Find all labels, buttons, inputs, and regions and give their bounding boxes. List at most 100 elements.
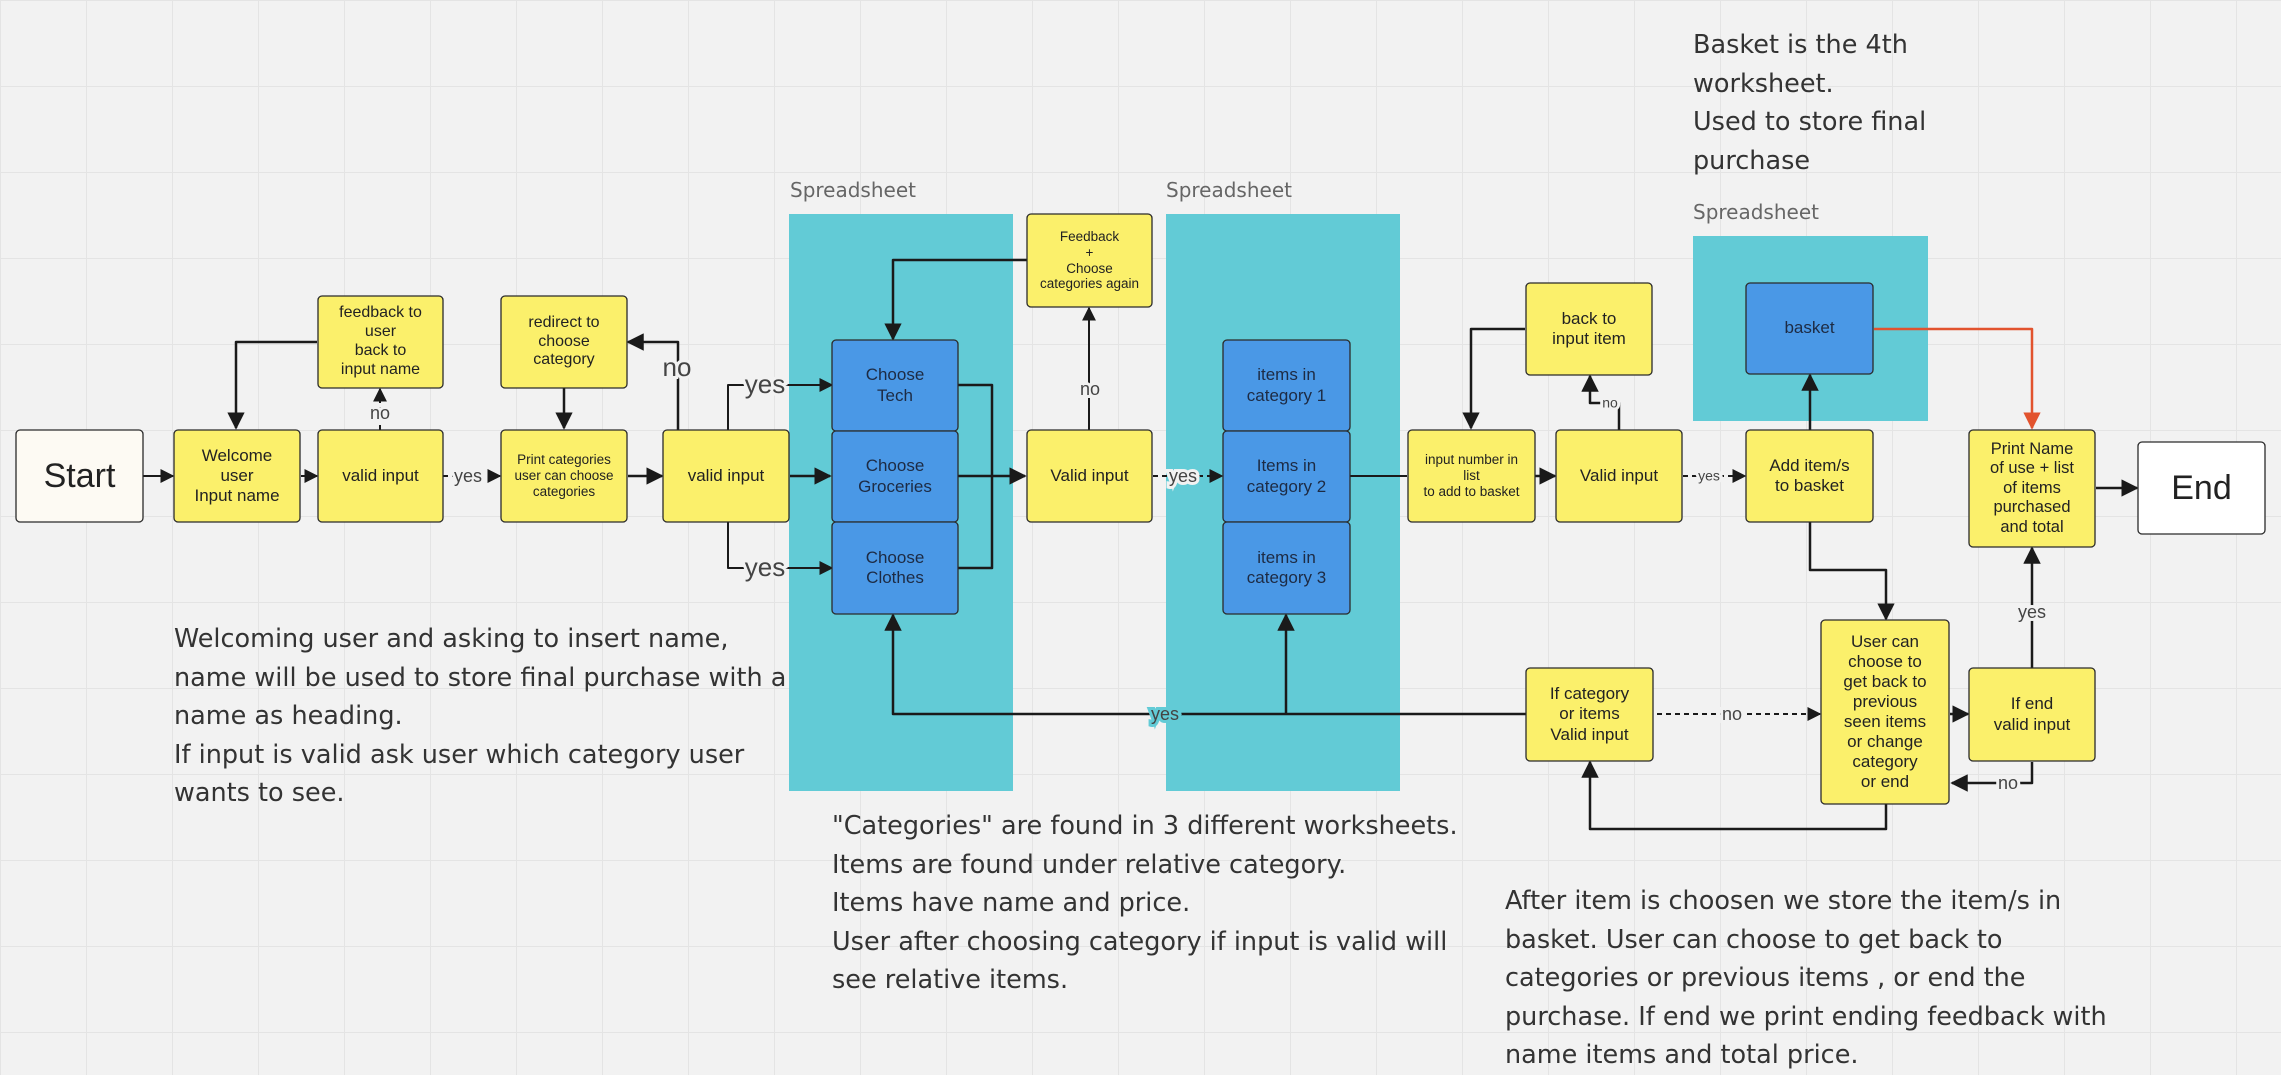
node-label: valid input (342, 465, 419, 485)
node-cat1[interactable]: items in category 1 (1222, 339, 1351, 432)
node-choose-clothes[interactable]: Choose Clothes (831, 521, 959, 615)
nodes: Start Welcome user Input name feedback to … (15, 213, 2266, 805)
node-back-item[interactable]: back to input item (1525, 282, 1653, 376)
node-valid4[interactable]: Valid input (1555, 429, 1683, 523)
edge-label-yes3: yes (1169, 466, 1197, 486)
node-label: input number in list to add to basket (1423, 452, 1520, 499)
node-label: If category or items Valid input (1549, 684, 1630, 744)
edge-label-no5: no (1722, 704, 1742, 724)
node-shape (173, 429, 301, 523)
node-shape (1968, 667, 2096, 762)
connectors (143, 258, 2139, 831)
node-label: Print Name of use + list of items purcha… (1990, 439, 2074, 536)
node-shape (1026, 429, 1153, 523)
node-valid1[interactable]: valid input (317, 429, 444, 523)
node-feedback-name[interactable]: feedback to user back to input name (317, 295, 444, 389)
node-redirect[interactable]: redirect to choose category (500, 295, 628, 389)
note-basket-sheet: Basket is the 4th worksheet. Used to sto… (1693, 30, 1927, 176)
node-shape (1820, 619, 1950, 805)
node-shape (1525, 282, 1653, 376)
node-shape (2137, 441, 2266, 535)
node-basket[interactable]: basket (1745, 282, 1874, 375)
edge-label-no2: no (663, 352, 692, 382)
node-valid3[interactable]: Valid input (1026, 429, 1153, 523)
edge-add-user (1808, 522, 1895, 621)
edge-valid2-clothes (727, 522, 834, 575)
node-end[interactable]: End (2137, 441, 2266, 535)
edge-label-yes-back: yes (1151, 704, 1179, 724)
node-user-choose[interactable]: User can choose to get back to previous … (1820, 619, 1950, 805)
node-label: Valid input (1050, 465, 1129, 485)
edge-back-input (1462, 327, 1525, 430)
node-shape (1745, 282, 1874, 375)
edge-labels: no yes no yes yes no yes no yes yes no yes no (367, 349, 2049, 796)
edge-label-yes1: yes (454, 466, 482, 486)
node-welcome[interactable]: Welcome user Input name (173, 429, 301, 523)
node-shape (662, 429, 790, 523)
node-shape (831, 521, 959, 615)
node-label: Choose Clothes (865, 547, 925, 587)
node-label: Choose Tech (865, 365, 925, 405)
edge-valid2-redirect (626, 333, 680, 430)
edge-ifend-user (1950, 762, 2034, 792)
node-add-items[interactable]: Add item/s to basket (1745, 429, 1874, 523)
edge-ifcat-back-cat (884, 613, 1526, 716)
node-shape (317, 295, 444, 389)
node-shape (1026, 213, 1153, 308)
node-label: valid input (687, 465, 765, 485)
note-welcome: Welcoming user and asking to insert name… (174, 624, 787, 808)
node-print-categories[interactable]: Print categories user can choose categor… (500, 429, 628, 523)
node-if-end[interactable]: If end valid input (1968, 667, 2096, 762)
node-label: If end valid input (1993, 694, 2071, 734)
edge-label-no-end: no (1998, 773, 2018, 793)
node-feedback-categories[interactable]: Feedback + Choose categories again (1026, 213, 1153, 308)
node-shape (1525, 667, 1654, 762)
node-shape (1555, 429, 1683, 523)
edge-label-no4: no (1602, 395, 1618, 411)
edge-label-yes-tech: yes (745, 369, 785, 399)
node-label: items in category 1 (1246, 365, 1327, 405)
node-shape (1222, 521, 1351, 615)
node-label: User can choose to get back to previous … (1843, 631, 1927, 792)
edge-user-ifcat (1581, 760, 1888, 831)
node-valid2[interactable]: valid input (662, 429, 790, 523)
edge-valid4-back (1581, 374, 1621, 430)
edge-label-yes4: yes (1698, 468, 1720, 484)
note-categories: "Categories" are found in 3 different wo… (832, 811, 1458, 995)
node-start[interactable]: Start (15, 429, 144, 523)
node-shape (317, 429, 444, 523)
node-choose-groceries[interactable]: Choose Groceries (831, 430, 959, 523)
edge-feedback-tech (884, 258, 1027, 341)
node-choose-tech[interactable]: Choose Tech (831, 339, 959, 432)
node-print-name[interactable]: Print Name of use + list of items purcha… (1968, 429, 2096, 548)
node-shape (1968, 429, 2096, 548)
node-cat3[interactable]: items in category 3 (1222, 521, 1351, 615)
node-label: basket (1784, 318, 1835, 338)
node-shape (500, 295, 628, 389)
edge-clothes-valid3 (958, 476, 994, 570)
node-label: End (2171, 468, 2232, 507)
edge-valid2-tech (727, 378, 834, 430)
node-label: redirect to choose category (528, 313, 600, 369)
node-cat2[interactable]: Items in category 2 (1222, 430, 1351, 523)
node-if-category[interactable]: If category or items Valid input (1525, 667, 1654, 762)
node-label: Items in category 2 (1246, 456, 1327, 496)
edge-label-yes-clothes: yes (745, 552, 785, 582)
node-label: Choose Groceries (858, 456, 932, 496)
node-shape (15, 429, 144, 523)
node-shape (500, 429, 628, 523)
edge-label-yes-end: yes (2018, 602, 2046, 622)
node-label: Feedback + Choose categories again (1039, 228, 1140, 292)
spreadsheet-label-categories: Spreadsheet (790, 178, 916, 202)
node-label: Add item/s to basket (1769, 455, 1850, 495)
edge-label-no3: no (1080, 379, 1100, 399)
node-input-number[interactable]: input number in list to add to basket (1407, 429, 1536, 523)
node-label: items in category 3 (1246, 547, 1327, 587)
node-shape (1745, 429, 1874, 523)
note-after-item: After item is choosen we store the item/… (1505, 886, 2107, 1070)
node-label: feedback to user back to input name (339, 304, 422, 378)
node-shape (1407, 429, 1536, 523)
edge-tech-valid3 (958, 383, 994, 476)
edge-label-no1: no (370, 403, 390, 423)
